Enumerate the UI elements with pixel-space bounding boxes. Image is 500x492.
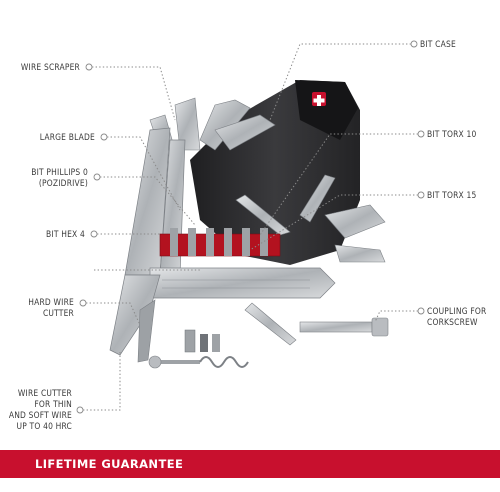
callout-wire-scraper: WIRE SCRAPER <box>20 62 80 72</box>
accessories <box>148 302 389 369</box>
callout-bit-hex: BIT HEX 4 <box>46 229 85 239</box>
callout-wire-cutter-thin: WIRE CUTTER FOR THIN AND SOFT WIRE UP TO… <box>8 388 72 431</box>
callout-dots <box>76 40 425 414</box>
callout-bit-torx-10: BIT TORX 10 <box>427 129 477 139</box>
callout-large-blade: LARGE BLADE <box>39 132 95 142</box>
callout-bit-torx-15: BIT TORX 15 <box>427 190 477 200</box>
guarantee-text: LIFETIME GUARANTEE <box>35 457 184 471</box>
callout-bit-case: BIT CASE <box>420 39 456 49</box>
multitool-drawing <box>76 40 425 414</box>
callout-bit-phillips: BIT PHILLIPS 0 (POZIDRIVE) <box>31 167 88 188</box>
pliers-head <box>109 274 161 363</box>
bit-holder <box>159 228 281 257</box>
guarantee-banner: LIFETIME GUARANTEE <box>0 450 500 478</box>
callout-coupling-corkscrew: COUPLING FOR CORKSCREW <box>427 306 487 327</box>
leader-lines <box>83 43 418 411</box>
callout-hard-wire-cutter: HARD WIRE CUTTER <box>28 297 74 318</box>
